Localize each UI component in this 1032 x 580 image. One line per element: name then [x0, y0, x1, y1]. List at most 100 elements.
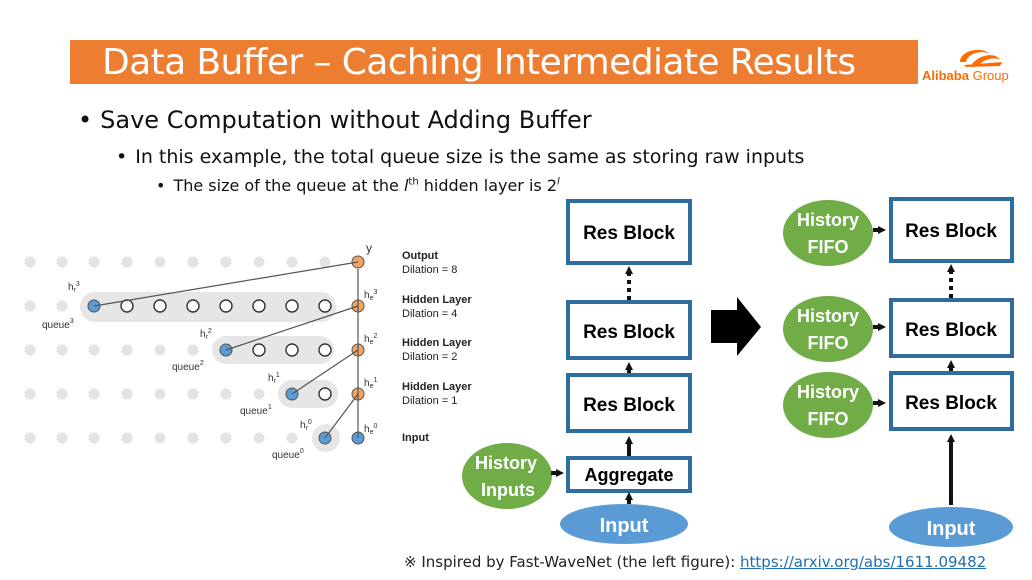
right-res-block-mid-label: Res Block — [905, 320, 997, 341]
bullet-level-1: •Save Computation without Adding Buffer — [78, 106, 592, 134]
h-r-3-label: hr3 — [68, 281, 80, 294]
node-queued — [153, 299, 167, 313]
node-active — [219, 343, 233, 357]
node-inactive — [24, 388, 36, 400]
queue2-label: queue2 — [172, 360, 204, 373]
node-queued — [219, 299, 233, 313]
node-active — [351, 431, 365, 445]
node-active — [351, 387, 365, 401]
node-inactive — [220, 432, 232, 444]
alibaba-logo: Alibaba Group — [920, 40, 1030, 86]
node-inactive — [24, 344, 36, 356]
node-queued — [252, 299, 266, 313]
edge-h3-to-output — [93, 261, 359, 307]
bullet-3-prefix: The size of the queue at the — [173, 176, 404, 195]
node-inactive — [253, 432, 265, 444]
node-inactive — [121, 256, 133, 268]
logo-brand: Alibaba — [922, 68, 969, 83]
node-inactive — [220, 256, 232, 268]
right-fifo-mid-history: History — [797, 306, 859, 326]
grid-dots — [24, 255, 365, 445]
left-res-block-mid-label: Res Block — [583, 322, 675, 343]
left-history-inputs — [462, 443, 552, 509]
node-inactive — [253, 256, 265, 268]
right-fifo-mid-fifo: FIFO — [808, 333, 849, 353]
node-inactive — [154, 388, 166, 400]
node-inactive — [187, 344, 199, 356]
layer-h1-name: Hidden Layer — [402, 381, 472, 393]
node-active — [285, 387, 299, 401]
right-fifo-top-fifo: FIFO — [808, 237, 849, 257]
node-inactive — [88, 388, 100, 400]
edge-h2-to-h3 — [225, 305, 359, 351]
left-aggregate-block — [566, 456, 692, 493]
node-inactive — [187, 256, 199, 268]
node-inactive — [88, 432, 100, 444]
left-aggregate-label: Aggregate — [584, 465, 673, 485]
node-inactive — [56, 256, 68, 268]
node-inactive — [88, 344, 100, 356]
node-inactive — [187, 432, 199, 444]
bullet-2-text: In this example, the total queue size is… — [135, 146, 805, 168]
node-active — [87, 299, 101, 313]
layer-input-name: Input — [402, 432, 429, 444]
node-inactive — [24, 300, 36, 312]
right-fifo-low — [783, 372, 873, 438]
queue1-capsule — [278, 380, 338, 408]
node-active — [351, 343, 365, 357]
node-inactive — [286, 256, 298, 268]
node-inactive — [121, 388, 133, 400]
right-fifo-low-fifo: FIFO — [808, 409, 849, 429]
queue2-capsule — [212, 336, 334, 364]
queue3-capsule — [80, 292, 336, 322]
right-fifo-top — [783, 200, 873, 266]
layer-h3-name: Hidden Layer — [402, 294, 472, 306]
edge-h1-to-h2 — [291, 349, 359, 395]
left-res-block-low-label: Res Block — [583, 395, 675, 416]
bullet-level-2: •In this example, the total queue size i… — [116, 146, 805, 168]
node-inactive — [88, 256, 100, 268]
bullet-level-3: •The size of the queue at the lth hidden… — [156, 176, 560, 195]
right-res-block-mid — [889, 298, 1014, 358]
left-history-label: History — [475, 453, 537, 473]
node-inactive — [56, 388, 68, 400]
node-active — [318, 431, 332, 445]
left-res-block-top-label: Res Block — [583, 223, 675, 244]
node-queued — [120, 299, 134, 313]
right-fifo-mid — [783, 296, 873, 362]
right-fifo-top-history: History — [797, 210, 859, 230]
h-r-0-label: hr0 — [300, 419, 312, 432]
node-inactive — [56, 432, 68, 444]
h-e-2-label: he2 — [364, 333, 377, 346]
node-queued — [252, 343, 266, 357]
left-diagram: Res Block Res Block Res Block Aggregate … — [462, 199, 692, 544]
node-inactive — [319, 256, 331, 268]
h-e-0-label: he0 — [364, 423, 377, 436]
bullet-3-mid: hidden layer is 2 — [418, 176, 558, 195]
node-inactive — [24, 256, 36, 268]
queue0-capsule — [312, 424, 340, 452]
right-res-block-top-label: Res Block — [905, 221, 997, 242]
right-res-block-low — [889, 371, 1014, 431]
alibaba-logo-icon — [960, 49, 1002, 67]
arxiv-link[interactable]: https://arxiv.org/abs/1611.09482 — [740, 553, 987, 571]
layer-h2-name: Hidden Layer — [402, 337, 472, 349]
node-queued — [318, 299, 332, 313]
right-input-ellipse — [889, 507, 1013, 547]
layer-h2-dilation: Dilation = 2 — [402, 351, 457, 363]
node-inactive — [154, 432, 166, 444]
h-e-3-label: he3 — [364, 289, 377, 302]
node-inactive — [56, 344, 68, 356]
node-inactive — [24, 432, 36, 444]
node-queued — [285, 343, 299, 357]
footer-note: ※ Inspired by Fast-WaveNet (the left fig… — [404, 553, 986, 571]
layer-output-name: Output — [402, 250, 438, 262]
h-r-2-label: hr2 — [200, 328, 212, 341]
h-e-1-label: he1 — [364, 377, 377, 390]
layer-h3-dilation: Dilation = 4 — [402, 308, 457, 320]
queue3-label: queue3 — [42, 318, 74, 331]
logo-text: Alibaba Group — [922, 68, 1009, 83]
node-inactive — [154, 256, 166, 268]
